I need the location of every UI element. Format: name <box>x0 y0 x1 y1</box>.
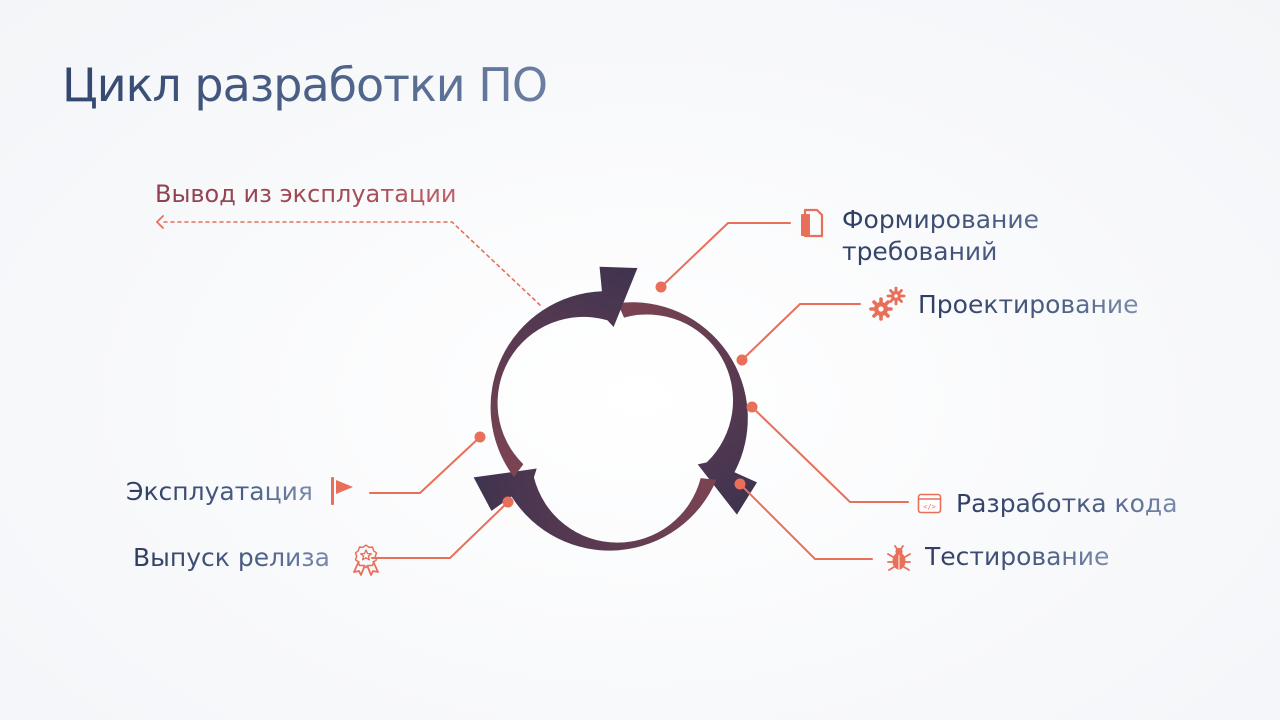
stage-label-operation: Эксплуатация <box>126 477 313 506</box>
connector-dot-testing <box>734 478 746 490</box>
bug-icon <box>887 545 911 571</box>
cycle-arrow-top-right <box>617 302 757 515</box>
stage-label-development: Разработка кода <box>956 489 1178 518</box>
connector-dot-release <box>502 496 514 508</box>
connector-development <box>751 406 909 503</box>
connector-dot-requirements <box>655 281 667 293</box>
stage-label-testing: Тестирование <box>925 542 1110 571</box>
award-ribbon-icon <box>353 544 379 576</box>
connector-requirements <box>660 222 791 288</box>
connector-testing <box>739 483 873 560</box>
gears-icon <box>869 286 906 321</box>
connector-dot-design <box>736 354 748 366</box>
svg-text:</>: </> <box>923 503 936 511</box>
cycle-arrow-left <box>490 266 638 477</box>
code-window-icon: </> <box>917 493 942 514</box>
cycle-arrows <box>473 266 757 551</box>
stage-label-release: Выпуск релиза <box>133 543 330 572</box>
cycle-arrow-bottom <box>473 468 717 551</box>
connector-decommission <box>161 221 541 306</box>
stage-label-requirements: Формирование требований <box>842 204 1102 268</box>
connector-operation <box>369 436 481 494</box>
stage-label-design: Проектирование <box>918 290 1139 319</box>
connector-design <box>741 303 861 361</box>
connector-release <box>371 501 509 559</box>
page-title: Цикл разработки ПО <box>62 58 548 112</box>
document-icon <box>801 208 824 238</box>
decommission-label: Вывод из эксплуатации <box>155 180 457 208</box>
decommission-arrowhead <box>155 215 164 229</box>
connector-dot-operation <box>474 431 486 443</box>
connector-dot-development <box>746 401 758 413</box>
flag-icon <box>331 477 353 505</box>
